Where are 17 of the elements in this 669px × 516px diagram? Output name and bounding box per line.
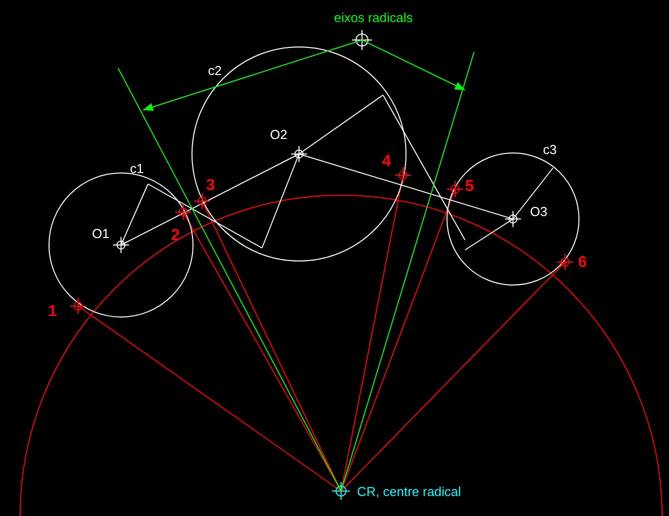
radical-axis-line — [118, 68, 342, 492]
point-number: 6 — [578, 255, 587, 271]
circle-label: c2 — [208, 64, 222, 77]
leader-arrow — [362, 40, 466, 90]
point-label: CR, centre radical — [357, 485, 462, 498]
center-label: O2 — [270, 128, 288, 141]
center-label: O3 — [530, 205, 548, 218]
center-label: O1 — [92, 227, 110, 240]
point-number: 2 — [171, 228, 180, 244]
annotation-label: eixos radicals — [334, 11, 413, 24]
circle-label: c1 — [130, 162, 144, 175]
point-number: 4 — [382, 154, 391, 170]
leader-arrow — [142, 40, 362, 111]
circle-label: c3 — [543, 143, 557, 156]
point-number: 3 — [206, 178, 215, 194]
point-number: 5 — [465, 179, 474, 195]
point-number: 1 — [48, 304, 57, 320]
